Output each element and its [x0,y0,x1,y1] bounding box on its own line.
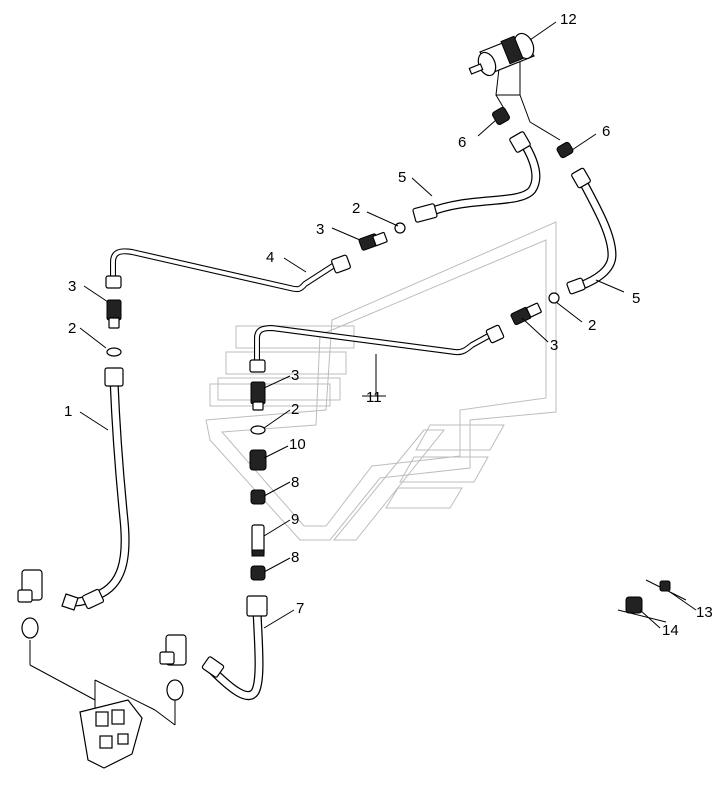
callout-3-middle: 3 [291,367,299,384]
callout-12: 12 [560,11,577,28]
callout-8-lower: 8 [291,549,299,566]
callout-14: 14 [662,622,679,639]
callout-3-upper: 3 [316,221,324,238]
callout-2-left: 2 [68,320,76,337]
callout-1: 1 [64,403,72,420]
filter-accumulator-part [468,32,561,141]
callout-2-middle: 2 [291,401,299,418]
callout-2-upper: 2 [352,200,360,217]
callout-3-left: 3 [68,278,76,295]
fitting-parts [106,222,560,581]
callout-8-upper: 8 [291,474,299,491]
callout-11: 11 [366,389,382,406]
tube-11-part [249,324,505,373]
callout-13: 13 [696,604,713,621]
tube-4-part [105,248,351,293]
callout-9: 9 [291,511,299,528]
hose-7-part [201,595,268,701]
leader-lines [79,21,697,629]
hose-1-part [61,367,130,611]
loose-parts [617,579,687,623]
valve-assembly-part [17,569,187,769]
callout-2-right: 2 [588,317,596,334]
hose-right-part [556,141,617,295]
callout-3-right: 3 [550,337,558,354]
hose-upper-part [412,107,541,223]
callout-6-right: 6 [602,123,610,140]
callout-5-right: 5 [632,290,640,307]
callout-10: 10 [289,436,306,453]
callout-4: 4 [266,249,274,266]
callout-7: 7 [296,600,304,617]
callout-labels: 12 6 6 5 5 2 3 4 3 2 1 2 3 11 3 2 10 8 9… [64,11,713,639]
callout-5-upper: 5 [398,169,406,186]
callout-6-left: 6 [458,134,466,151]
